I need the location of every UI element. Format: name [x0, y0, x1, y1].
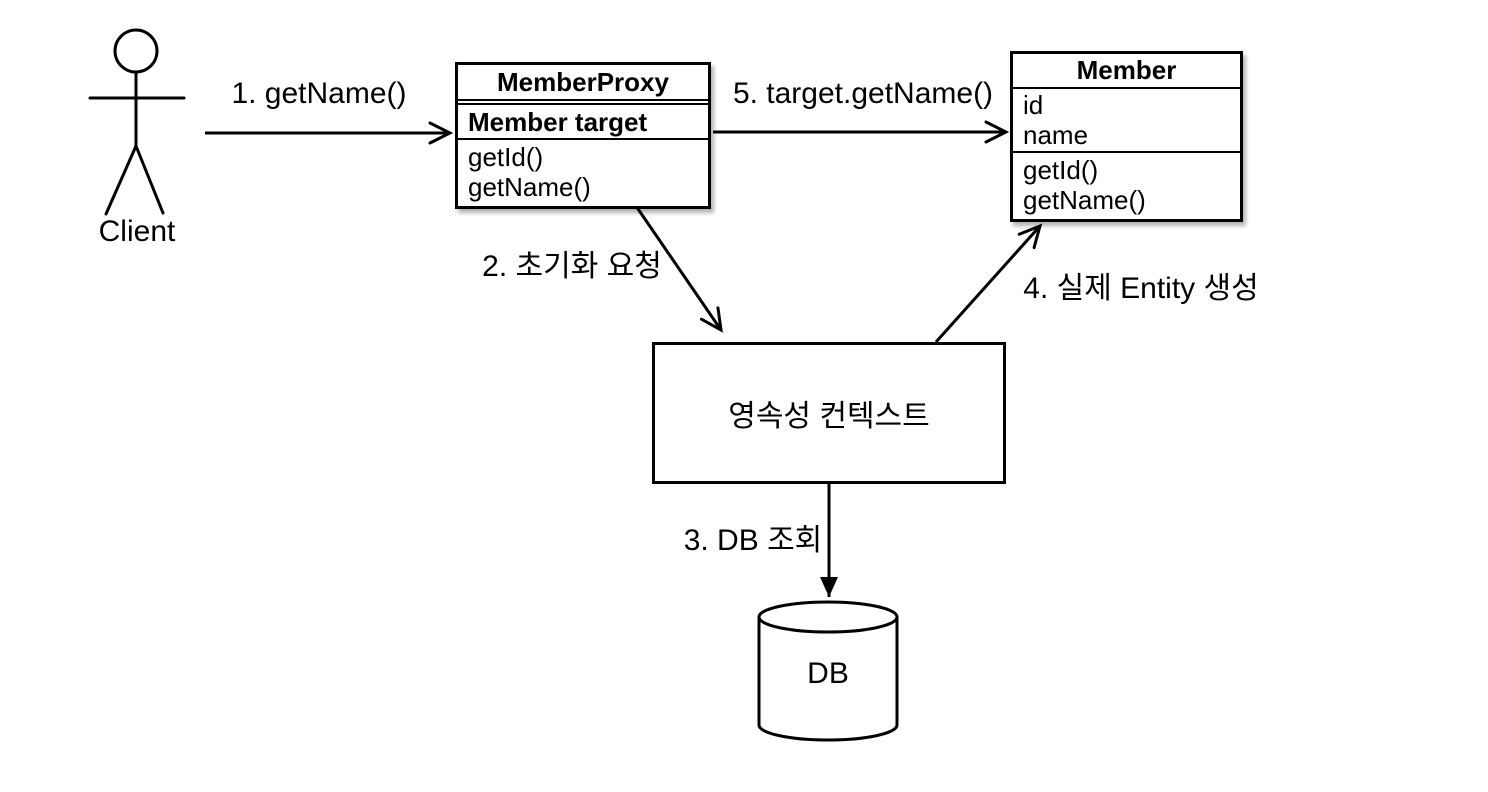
client-actor-icon: [88, 28, 186, 216]
member-method-getid: getId(): [1023, 155, 1099, 185]
member-class-box: Member id name getId() getName(): [1010, 51, 1243, 222]
message-3-label: 3. DB 조회: [683, 524, 823, 557]
memberproxy-methods: getId() getName(): [458, 140, 708, 206]
arrow-4-context-to-member: [934, 226, 1040, 344]
actor-right-leg: [134, 144, 165, 215]
member-attribute-id: id: [1023, 90, 1044, 120]
memberproxy-class-box: MemberProxy Member target getId() getNam…: [455, 62, 711, 209]
memberproxy-method-getname: getName(): [468, 172, 591, 202]
cylinder-body: [760, 617, 896, 725]
client-actor-label: Client: [98, 215, 176, 248]
persistence-context-label: 영속성 컨텍스트: [728, 400, 930, 433]
member-methods: getId() getName(): [1013, 153, 1240, 219]
message-1-label: 1. getName(): [231, 77, 407, 110]
message-5-label: 5. target.getName(): [732, 77, 994, 110]
database-cylinder-icon: [757, 600, 899, 742]
actor-head: [113, 28, 159, 74]
memberproxy-target-field: Member target: [458, 103, 708, 140]
memberproxy-method-getid: getId(): [468, 142, 544, 172]
actor-left-leg: [104, 144, 138, 216]
member-attributes: id name: [1013, 89, 1240, 153]
cylinder-top: [757, 600, 899, 634]
message-4-label: 4. 실제 Entity 생성: [1023, 272, 1259, 305]
db-label: DB: [807, 657, 849, 690]
member-method-getname: getName(): [1023, 185, 1146, 215]
member-class-name: Member: [1013, 54, 1240, 89]
arrow-2-proxy-to-context: [634, 205, 721, 330]
member-attribute-name: name: [1023, 120, 1089, 150]
memberproxy-class-name: MemberProxy: [458, 65, 708, 101]
persistence-context-box: 영속성 컨텍스트: [652, 342, 1006, 484]
message-2-label: 2. 초기화 요청: [482, 250, 662, 283]
